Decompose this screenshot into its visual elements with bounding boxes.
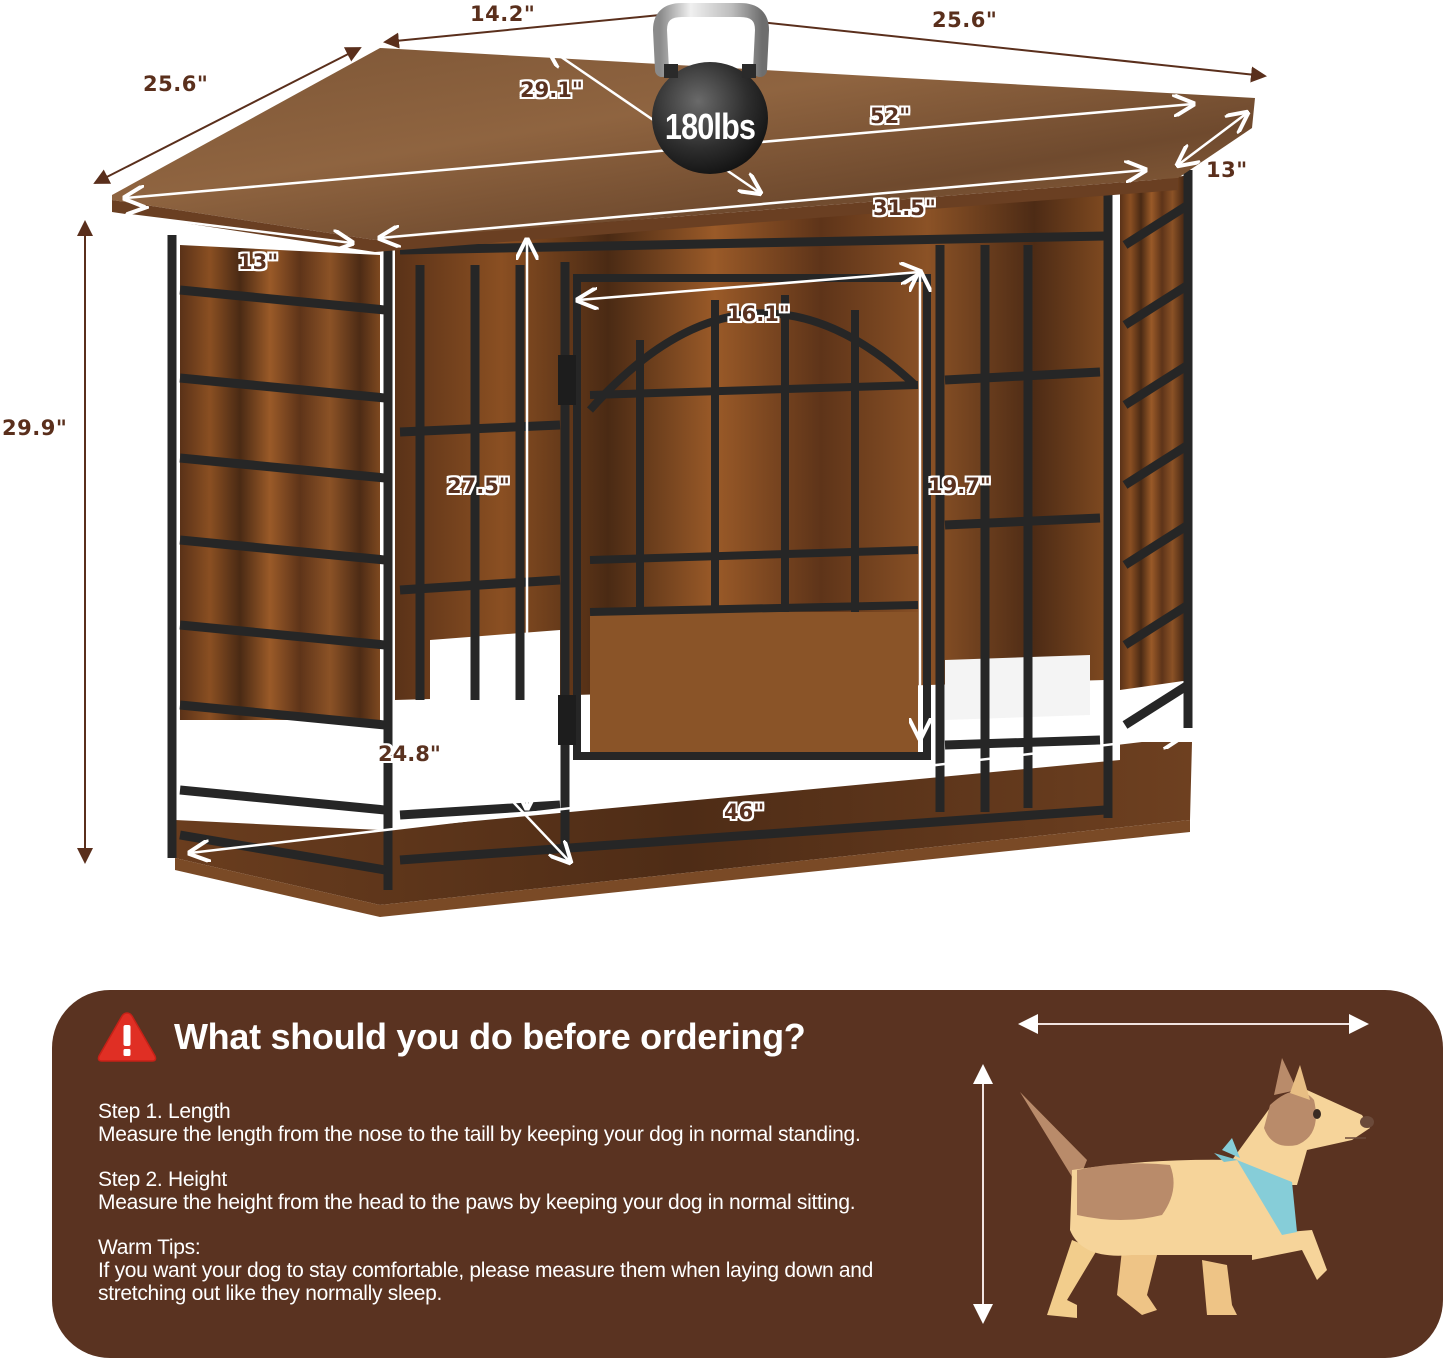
dim-top-depth-diagonal: 29.1"	[520, 78, 583, 102]
dog-measurement-illustration	[952, 1010, 1432, 1340]
dim-door-width: 16.1"	[727, 302, 790, 326]
step-length: Step 1. Length Measure the length from t…	[98, 1100, 958, 1146]
door-wood-panel	[590, 612, 918, 752]
dim-interior-height: 27.5"	[447, 474, 510, 498]
step-title: Step 1. Length	[98, 1100, 231, 1123]
dog-illustration-icon	[973, 1014, 1374, 1324]
weight-capacity-label: 180lbs	[664, 106, 756, 147]
step-body: Measure the height from the head to the …	[98, 1191, 856, 1214]
product-diagram: 180lbs 14.2" 25.6" 25.6" 13" 29.9" 29.1"…	[2, 2, 1267, 917]
steps-list: Step 1. Length Measure the length from t…	[98, 1100, 958, 1327]
warning-triangle-icon	[97, 1012, 157, 1062]
dim-top-back-right: 25.6"	[932, 8, 998, 32]
dim-top-front-length: 31.5"	[873, 196, 936, 220]
door-hinge-bottom	[558, 695, 576, 745]
step-body: If you want your dog to stay comfortable…	[98, 1259, 874, 1305]
dim-door-height: 19.7"	[928, 474, 991, 498]
step-body: Measure the length from the nose to the …	[98, 1123, 861, 1146]
dim-top-length: 52"	[870, 104, 911, 128]
dim-top-left-side: 25.6"	[143, 72, 209, 96]
step-height: Step 2. Height Measure the height from t…	[98, 1168, 958, 1214]
dim-top-right-side: 13"	[1206, 158, 1248, 182]
warm-tips: Warm Tips: If you want your dog to stay …	[98, 1236, 958, 1305]
dim-top-left-front: 13"	[238, 250, 279, 274]
door-hinge-top	[558, 355, 576, 405]
dim-top-back-left: 14.2"	[470, 2, 536, 26]
kettlebell-icon	[652, 2, 770, 174]
step-title: Warm Tips:	[98, 1236, 201, 1259]
step-title: Step 2. Height	[98, 1168, 227, 1191]
dim-floor-diagonal: 24.8"	[378, 742, 441, 766]
left-side-panel	[180, 245, 380, 720]
before-ordering-panel: What should you do before ordering? Step…	[52, 990, 1443, 1358]
crate-illustration	[77, 2, 1267, 917]
panel-title: What should you do before ordering?	[174, 1016, 806, 1057]
dim-overall-height: 29.9"	[2, 416, 68, 440]
dim-floor-length: 46"	[724, 800, 765, 824]
